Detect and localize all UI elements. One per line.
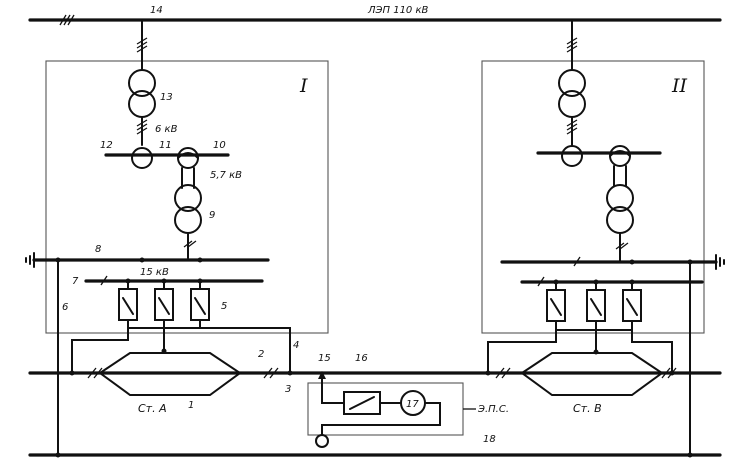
label-9: 9 (209, 210, 215, 221)
label-12: 12 (100, 140, 113, 151)
label-10: 10 (213, 140, 226, 151)
label-8: 8 (95, 244, 101, 255)
tap-II-phase-mark (566, 37, 578, 53)
feeder-breaker-II-1 (546, 289, 566, 322)
voltage-6kv-label: 6 кВ (155, 124, 178, 135)
eps-controller (343, 391, 381, 415)
machine-11 (131, 147, 153, 169)
machine-II-b (609, 145, 631, 167)
label-13: 13 (160, 92, 173, 103)
feeder-breaker-II-3 (622, 289, 642, 322)
substation-I-frame (45, 60, 329, 334)
ground-symbol-II (715, 254, 725, 270)
feeder-I-left-branch (71, 327, 129, 374)
feeder-breaker-2 (154, 288, 174, 321)
feeder-breaker-II-2 (586, 289, 606, 322)
feeder-breaker-3 (190, 288, 210, 321)
label-6: 6 (62, 302, 68, 313)
section-insulators (87, 367, 677, 379)
feeder-breaker-1 (118, 288, 138, 321)
label-1: 1 (188, 400, 194, 411)
feeder-II-left-branch (487, 329, 557, 374)
feeder-II-right-branch (631, 329, 673, 374)
station-a-label: Ст. А (138, 402, 167, 415)
label-18: 18 (483, 434, 496, 445)
station-b-loop (520, 352, 664, 396)
label-7: 7 (72, 276, 79, 287)
label-4: 4 (293, 340, 299, 351)
voltage-15kv-label: 15 кВ (140, 267, 169, 278)
tx-II-traction-phase-mark (615, 242, 629, 250)
label-16: 16 (355, 353, 368, 364)
transformer-13 (128, 69, 156, 118)
machine-10-phase-winding (177, 152, 199, 159)
three-phase-mark (59, 14, 75, 26)
bus-7-tick (100, 275, 108, 286)
tx-II-phase-mark (566, 119, 578, 135)
voltage-57kv-label: 5,7 кВ (210, 170, 242, 181)
pantograph-15 (321, 372, 345, 404)
tx9-phase-mark (183, 240, 197, 248)
motor-label: 17 (406, 399, 419, 410)
label-11: 11 (159, 140, 172, 151)
substation-I-label: I (299, 75, 308, 97)
eps-label: Э.П.С. (477, 404, 509, 415)
machine-II-a (561, 145, 583, 167)
transformer-9 (174, 184, 202, 234)
machine-II-b-winding (609, 150, 631, 157)
substation-II-frame (481, 60, 705, 334)
label-2: 2 (258, 349, 264, 360)
transformer-II-main (558, 69, 586, 118)
tx13-phase-mark (136, 119, 148, 135)
station-b-label: Ст. В (573, 402, 602, 415)
label-14: 14 (150, 5, 163, 16)
substation-II-label: II (671, 75, 688, 97)
machine-10 (177, 147, 199, 169)
label-3: 3 (285, 384, 291, 395)
pantograph-head (318, 371, 326, 379)
tap-I-phase-mark (136, 37, 148, 53)
feeder-I-right-branch (199, 327, 291, 374)
label-5: 5 (221, 301, 227, 312)
ground-symbol-I (25, 252, 35, 268)
label-15: 15 (318, 353, 331, 364)
transformer-II-traction (606, 184, 634, 234)
station-a-loop (98, 352, 242, 396)
eps-wheel (315, 434, 329, 448)
transmission-line-title: ЛЭП 110 кВ (367, 5, 429, 16)
motor-return (321, 402, 441, 436)
